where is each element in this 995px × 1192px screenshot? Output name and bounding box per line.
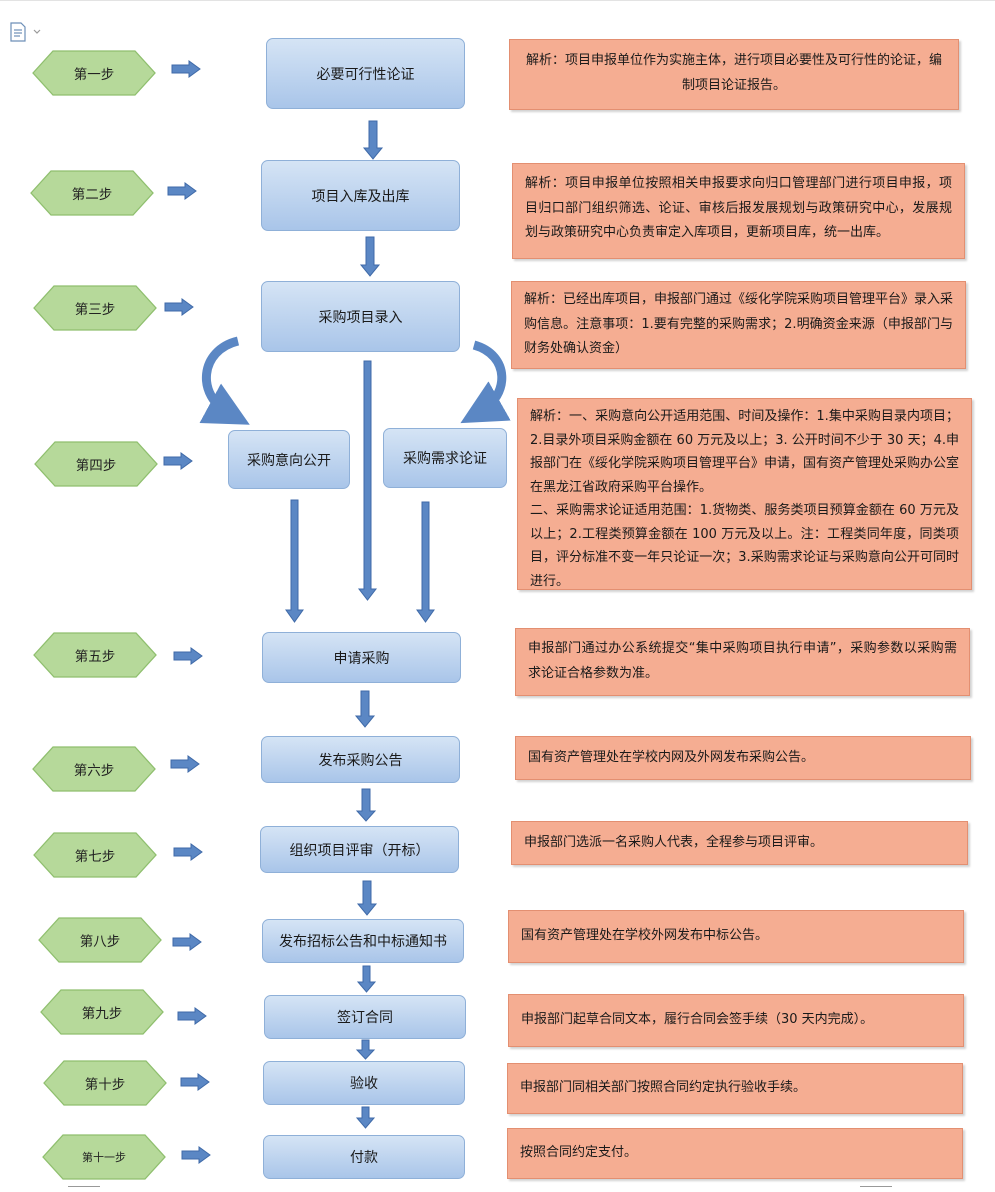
step-hexagon-shape <box>33 832 157 878</box>
curved-arrow-right <box>460 340 511 424</box>
note-step-5: 申报部门通过办公系统提交“集中采购项目执行申请”，采购参数以采购需求论证合格参数… <box>515 628 970 696</box>
step-arrow-right-icon <box>177 1007 207 1025</box>
step-arrow-right-icon <box>171 60 201 78</box>
note-step-9: 申报部门起草合同文本，履行合同会签手续（30 天内完成）。 <box>508 994 964 1047</box>
down-arrow <box>356 965 377 993</box>
document-icon[interactable] <box>9 22 27 42</box>
step-arrow-right-icon <box>180 1073 210 1091</box>
box-demand-review: 采购需求论证 <box>383 428 507 488</box>
box-payment: 付款 <box>263 1135 465 1179</box>
box-feasibility-study: 必要可行性论证 <box>266 38 465 109</box>
box-award-notice: 发布招标公告和中标通知书 <box>262 919 464 963</box>
down-arrow <box>285 499 304 623</box>
page-edge-mark <box>860 1186 892 1192</box>
box-bid-review: 组织项目评审（开标） <box>260 826 459 873</box>
step-label-text: 第三步 <box>74 302 116 318</box>
down-arrow <box>354 690 376 728</box>
box-acceptance: 验收 <box>263 1061 465 1105</box>
step-3-label: 第三步 <box>33 285 157 331</box>
step-hexagon-shape <box>32 746 156 792</box>
step-label-text: 第五步 <box>74 649 116 665</box>
step-8-label: 第八步 <box>38 917 162 963</box>
down-arrow <box>357 360 378 601</box>
step-4-label: 第四步 <box>34 441 158 487</box>
note-step-4-part-2: 二、采购需求论证适用范围：1.货物类、服务类项目预算金额在 60 万元及以上；2… <box>530 503 959 589</box>
chevron-down-icon[interactable] <box>33 29 41 35</box>
step-7-label: 第七步 <box>33 832 157 878</box>
step-6-label: 第六步 <box>32 746 156 792</box>
note-step-2: 解析：项目申报单位按照相关申报要求向归口管理部门进行项目申报，项目归口部门组织筛… <box>512 163 965 259</box>
step-arrow-right-icon <box>173 843 203 861</box>
step-9-label: 第九步 <box>40 989 164 1035</box>
down-arrow <box>416 501 435 623</box>
step-hexagon-shape <box>32 50 156 96</box>
top-border <box>0 0 995 5</box>
step-1-label: 第一步 <box>32 50 156 96</box>
note-step-11: 按照合同约定支付。 <box>507 1128 963 1179</box>
step-hexagon-shape <box>38 917 162 963</box>
step-arrow-right-icon <box>163 452 193 470</box>
note-step-8: 国有资产管理处在学校外网发布中标公告。 <box>508 910 964 963</box>
step-label-text: 第四步 <box>75 458 117 474</box>
step-11-label: 第十一步 <box>42 1134 166 1180</box>
step-label-text: 第八步 <box>79 934 121 950</box>
step-label-text: 第七步 <box>74 849 116 865</box>
curved-arrow-left <box>199 336 250 425</box>
note-step-4-part-1: 解析：一、采购意向公开适用范围、时间及操作：1.集中采购目录内项目；2.目录外项… <box>530 409 960 495</box>
step-label-text: 第一步 <box>73 67 115 83</box>
step-hexagon-shape <box>42 1134 166 1180</box>
note-step-3: 解析：已经出库项目，申报部门通过《绥化学院采购项目管理平台》录入采购信息。注意事… <box>511 281 966 369</box>
box-procurement-entry: 采购项目录入 <box>261 281 460 352</box>
down-arrow <box>362 120 384 160</box>
step-hexagon-shape <box>33 285 157 331</box>
note-step-6: 国有资产管理处在学校内网及外网发布采购公告。 <box>515 736 971 780</box>
box-sign-contract: 签订合同 <box>264 995 466 1039</box>
step-label-text: 第九步 <box>81 1006 123 1022</box>
page-edge-mark <box>68 1186 100 1192</box>
step-hexagon-shape <box>33 632 157 678</box>
step-arrow-right-icon <box>181 1146 211 1164</box>
step-arrow-right-icon <box>173 647 203 665</box>
down-arrow <box>355 1039 376 1060</box>
down-arrow <box>356 880 378 916</box>
step-arrow-right-icon <box>164 298 194 316</box>
step-arrow-right-icon <box>167 182 197 200</box>
note-step-1: 解析：项目申报单位作为实施主体，进行项目必要性及可行性的论证，编制项目论证报告。 <box>509 39 959 110</box>
note-step-10: 申报部门同相关部门按照合同约定执行验收手续。 <box>507 1063 963 1114</box>
step-label-text: 第十步 <box>84 1077 126 1093</box>
box-apply-procurement: 申请采购 <box>262 632 461 683</box>
step-hexagon-shape <box>34 441 158 487</box>
step-hexagon-shape <box>40 989 164 1035</box>
step-label-text: 第二步 <box>71 187 113 203</box>
step-label-text: 第十一步 <box>82 1151 126 1164</box>
step-5-label: 第五步 <box>33 632 157 678</box>
step-arrow-right-icon <box>170 755 200 773</box>
down-arrow <box>355 1106 376 1129</box>
box-publish-notice: 发布采购公告 <box>261 736 460 783</box>
step-hexagon-shape <box>30 170 154 216</box>
box-project-inventory: 项目入库及出库 <box>261 160 460 231</box>
note-step-7: 申报部门选派一名采购人代表，全程参与项目评审。 <box>511 821 968 865</box>
step-2-label: 第二步 <box>30 170 154 216</box>
step-hexagon-shape <box>43 1060 167 1106</box>
step-10-label: 第十步 <box>43 1060 167 1106</box>
step-arrow-right-icon <box>172 933 202 951</box>
down-arrow <box>355 788 377 822</box>
step-label-text: 第六步 <box>73 763 115 779</box>
down-arrow <box>359 236 381 277</box>
box-intention-disclosure: 采购意向公开 <box>228 430 350 489</box>
note-step-4: 解析：一、采购意向公开适用范围、时间及操作：1.集中采购目录内项目；2.目录外项… <box>517 398 972 590</box>
